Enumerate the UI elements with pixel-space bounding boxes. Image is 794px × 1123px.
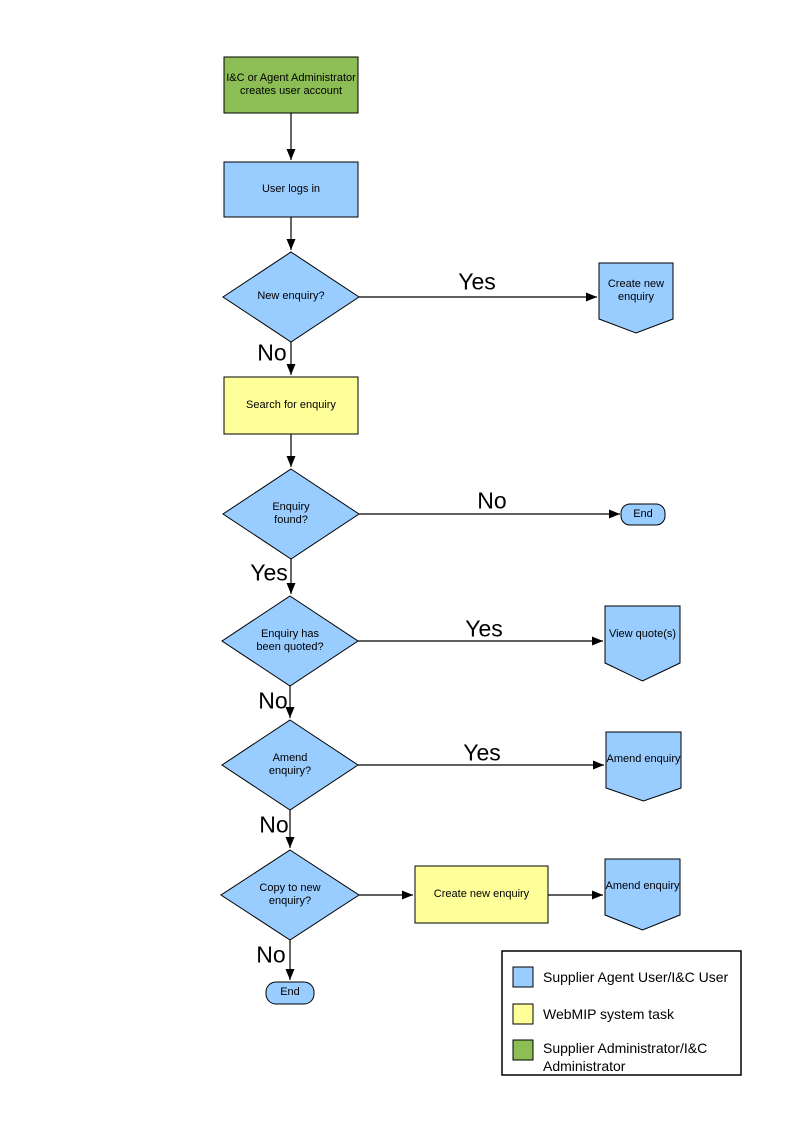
process-node-user-logs-in	[223, 161, 359, 218]
legend-label-user: Supplier Agent User/I&C User	[543, 968, 729, 985]
edge-label-amend-enquiry-yes: Yes	[463, 739, 501, 766]
edge-label-enquiry-quoted-no: No	[258, 687, 288, 714]
decision-node-enquiry-found	[222, 468, 360, 560]
decision-node-enquiry-quoted	[221, 595, 359, 687]
process-node-create-new-enquiry-task	[414, 865, 549, 924]
edge-label-new-enquiry-no: No	[257, 339, 287, 366]
decision-node-copy-to-new	[220, 849, 360, 941]
node-label-end-top: End	[633, 507, 653, 520]
legend-swatch-admin	[512, 1039, 534, 1061]
decision-node-new-enquiry	[222, 251, 360, 343]
node-label-create-account: I&C or Agent Administrator creates user …	[226, 71, 356, 97]
node-label-amend-enquiry-q: Amend enquiry?	[268, 751, 312, 777]
decision-node-amend-enquiry	[221, 719, 359, 811]
edge-label-enquiry-found-no: No	[477, 487, 507, 514]
banner-node-amend-enquiry-1	[605, 731, 682, 802]
node-label-end-bottom: End	[280, 986, 300, 999]
banner-node-view-quotes	[604, 605, 681, 682]
edge-label-new-enquiry-yes: Yes	[458, 268, 496, 295]
legend-label-system: WebMIP system task	[543, 1005, 674, 1022]
banner-node-amend-enquiry-2	[604, 858, 681, 931]
node-label-enquiry-found: Enquiry found?	[272, 500, 310, 526]
edge-label-copy-to-new-no: No	[256, 941, 286, 968]
node-label-amend-enquiry-banner-1: Amend enquiry	[606, 753, 681, 766]
process-node-search-for-enquiry	[223, 376, 359, 435]
legend-swatch-system	[512, 1003, 534, 1025]
terminator-node-end-bottom	[265, 981, 315, 1005]
node-label-user-logs-in: User logs in	[261, 182, 321, 195]
edge-label-enquiry-quoted-yes: Yes	[465, 615, 503, 642]
node-label-create-new-enquiry-banner: Create new enquiry	[607, 277, 665, 303]
node-label-create-new-enquiry-task: Create new enquiry	[433, 887, 530, 900]
edge-label-enquiry-found-yes: Yes	[250, 559, 288, 586]
node-label-enquiry-quoted: Enquiry has been quoted?	[256, 627, 324, 653]
node-label-copy-to-new: Copy to new enquiry?	[259, 881, 321, 907]
legend-box	[501, 950, 742, 1076]
node-label-amend-enquiry-banner-2: Amend enquiry	[605, 880, 680, 893]
edge-label-amend-enquiry-no: No	[259, 811, 289, 838]
node-label-new-enquiry: New enquiry?	[257, 290, 325, 303]
legend-label-admin: Supplier Administrator/I&C Administrator	[543, 1040, 708, 1074]
node-label-search-for-enquiry: Search for enquiry	[246, 398, 336, 411]
terminator-node-end-top	[620, 503, 666, 526]
node-label-view-quotes: View quote(s)	[608, 627, 677, 640]
banner-node-create-new-enquiry	[598, 262, 674, 334]
process-node-create-account	[223, 56, 359, 114]
legend-swatch-user	[512, 966, 534, 988]
